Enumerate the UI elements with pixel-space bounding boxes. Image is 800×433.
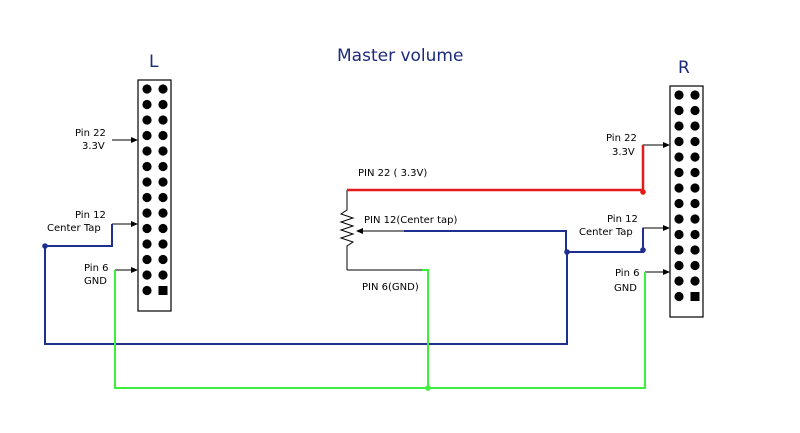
left-header-pin xyxy=(158,239,168,249)
left-header-pin xyxy=(142,177,152,187)
left-header-pin xyxy=(142,146,152,156)
left-header-pin xyxy=(142,84,152,94)
right-header-pin xyxy=(690,292,700,301)
right-header-pin xyxy=(690,260,700,271)
left-header-pin xyxy=(158,208,168,218)
left-header-pin xyxy=(158,192,168,203)
right-gpio-header xyxy=(669,85,704,318)
power-wire-junction xyxy=(640,189,646,195)
left-header-pin xyxy=(158,223,168,234)
left-pin6-pointer xyxy=(115,267,138,273)
left-header-pin xyxy=(158,161,168,172)
right-header-pin xyxy=(690,198,700,209)
pot-pin22-label: PIN 22 ( 3.3V) xyxy=(358,168,427,179)
right-header-pin xyxy=(674,167,684,178)
center-tap-header-junction xyxy=(640,247,646,253)
right-header-pin xyxy=(690,136,700,147)
right-header-pins xyxy=(674,90,700,302)
right-header-pin xyxy=(690,152,700,162)
left-header-pin xyxy=(142,270,152,280)
ground-junction xyxy=(425,385,431,391)
right-header-pin xyxy=(674,121,684,131)
left-header-pin xyxy=(142,192,152,203)
left-header-pin xyxy=(158,146,168,156)
right-header-pin xyxy=(690,276,700,286)
left-header-pin xyxy=(158,130,168,141)
right-pin12-function-label: Center Tap xyxy=(579,227,633,238)
right-pin12-pointer xyxy=(642,225,670,250)
left-header-pin xyxy=(158,286,168,295)
right-header-pin xyxy=(674,245,684,255)
right-header-pin xyxy=(674,183,684,193)
left-pin12-function-label: Center Tap xyxy=(47,223,101,234)
left-header-pin xyxy=(158,99,168,110)
right-header-pin xyxy=(674,229,684,240)
right-header-pin xyxy=(674,214,684,224)
power-wire xyxy=(347,145,646,195)
right-pin22-voltage-label: 3.3V xyxy=(612,147,635,158)
left-header-pin xyxy=(158,84,168,94)
right-pin22-pointer xyxy=(642,142,670,192)
center-tap-left-junction xyxy=(42,243,48,249)
left-gpio-header xyxy=(137,79,172,312)
left-header-pin xyxy=(158,270,168,280)
right-header-pin xyxy=(674,152,684,162)
right-header-pin xyxy=(690,121,700,131)
right-header-pin xyxy=(674,136,684,147)
right-pin6-label: Pin 6 xyxy=(615,268,639,279)
left-header-pin xyxy=(158,177,168,187)
right-header-pin xyxy=(690,229,700,240)
left-pin22-label: Pin 22 xyxy=(75,128,106,139)
left-header-pin xyxy=(142,99,152,110)
center-tap-wire xyxy=(42,224,646,345)
left-header-pin xyxy=(158,254,168,265)
right-header-pin xyxy=(674,90,684,100)
right-pin12-label: Pin 12 xyxy=(607,214,638,225)
left-pin22-voltage-label: 3.3V xyxy=(82,141,105,152)
left-header-pin xyxy=(142,239,152,249)
left-header-pin xyxy=(142,130,152,141)
right-header-pin xyxy=(674,198,684,209)
left-pin12-label: Pin 12 xyxy=(75,210,106,221)
right-header-pin xyxy=(690,214,700,224)
right-header-pin xyxy=(674,276,684,286)
left-header-pin xyxy=(142,254,152,265)
pot-pin6-label: PIN 6(GND) xyxy=(362,282,419,293)
right-header-pin xyxy=(674,291,684,302)
left-header-letter: L xyxy=(149,52,159,72)
pot-pin12-label: PIN 12(Center tap) xyxy=(364,215,457,226)
left-pin22-pointer xyxy=(112,137,138,143)
right-pin22-label: Pin 22 xyxy=(606,133,637,144)
right-header-pin xyxy=(690,167,700,178)
right-header-pin xyxy=(690,105,700,116)
right-header-pin xyxy=(690,183,700,193)
left-pin6-function-label: GND xyxy=(84,276,107,287)
left-pin12-pointer xyxy=(112,221,138,227)
left-header-pin xyxy=(142,285,152,296)
right-header-pin xyxy=(690,90,700,100)
left-header-pin xyxy=(142,161,152,172)
ground-wire xyxy=(114,269,646,391)
right-header-pin xyxy=(674,260,684,271)
diagram-title: Master volume xyxy=(337,46,463,66)
right-pin6-pointer xyxy=(645,269,670,275)
center-tap-right-junction xyxy=(564,249,570,255)
left-header-pins xyxy=(142,84,168,296)
left-header-pin xyxy=(142,208,152,218)
right-pin6-function-label: GND xyxy=(614,283,637,294)
left-header-pin xyxy=(158,115,168,125)
left-header-pin xyxy=(142,115,152,125)
left-header-pin xyxy=(142,223,152,234)
right-header-letter: R xyxy=(678,58,690,78)
potentiometer xyxy=(339,190,422,271)
right-header-pin xyxy=(690,245,700,255)
right-header-pin xyxy=(674,105,684,116)
left-pin6-label: Pin 6 xyxy=(84,263,108,274)
